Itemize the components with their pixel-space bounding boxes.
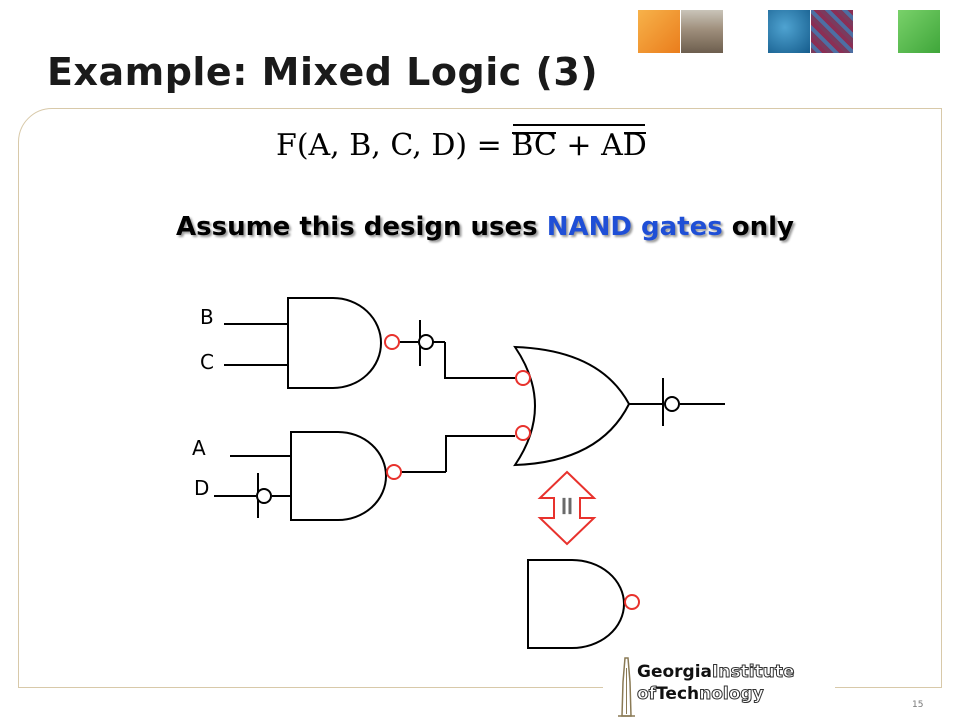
header-photo-blue xyxy=(768,10,810,53)
input-label-c: C xyxy=(200,350,214,374)
red-bubble-or-top xyxy=(515,370,531,386)
header-photo-green xyxy=(898,10,940,53)
tower-icon xyxy=(603,654,835,720)
red-bubble-nand-ad xyxy=(386,464,402,480)
inverter-bubble-out xyxy=(664,396,680,412)
assumption-part2: only xyxy=(722,212,794,242)
assumption-highlight: NAND gates xyxy=(546,212,723,242)
wire-bc-to-or xyxy=(444,342,515,379)
equivalent-nand-gate xyxy=(527,559,625,649)
equivalence-arrow xyxy=(537,470,597,546)
formula-term-a: A xyxy=(601,128,623,163)
wire-ad-to-or xyxy=(445,435,515,472)
logo-text-line1: GeorgiaInstitute xyxy=(637,662,795,683)
content-frame xyxy=(18,108,942,688)
logo-word-georgia: Georgia xyxy=(637,662,713,682)
logo-text-line2: ofTechnology xyxy=(636,684,765,705)
red-bubble-nand-bc xyxy=(384,334,400,350)
inverter-bubble-bc xyxy=(418,334,434,350)
logo-word-of: of xyxy=(636,684,657,705)
formula-rhs: BC + AD xyxy=(511,124,647,163)
assumption-part1: Assume this design uses xyxy=(176,212,547,242)
nand-gate-bc xyxy=(287,297,382,389)
logo-word-tech: Tech xyxy=(656,684,700,704)
equivalence-symbol: = xyxy=(552,495,582,517)
formula-term-bc: BC xyxy=(511,128,557,163)
header-photo-building xyxy=(681,10,723,53)
input-label-b: B xyxy=(200,305,214,329)
nand-gate-ad xyxy=(290,431,387,521)
header-photo-chip xyxy=(811,10,853,53)
page-number: 15 xyxy=(912,700,924,710)
formula-plus: + xyxy=(556,128,602,163)
input-label-a: A xyxy=(192,436,206,460)
formula-term-d: D xyxy=(622,128,647,163)
georgia-tech-logo: GeorgiaInstitute ofTechnology xyxy=(603,654,835,720)
boolean-formula: F(A, B, C, D) = BC + AD xyxy=(276,124,647,176)
assumption-text: Assume this design uses NAND gates only xyxy=(176,212,794,242)
inverter-bubble-d xyxy=(256,488,272,504)
or-gate xyxy=(513,345,631,467)
formula-lhs: F(A, B, C, D) = xyxy=(276,128,512,163)
red-bubble-or-bottom xyxy=(515,425,531,441)
logo-word-nology: nology xyxy=(699,684,765,705)
slide-title: Example: Mixed Logic (3) xyxy=(47,50,599,94)
red-bubble-equivalent xyxy=(624,594,640,610)
logo-word-institute: Institute xyxy=(712,662,795,683)
input-label-d: D xyxy=(194,476,210,500)
header-photo-orange xyxy=(638,10,680,53)
